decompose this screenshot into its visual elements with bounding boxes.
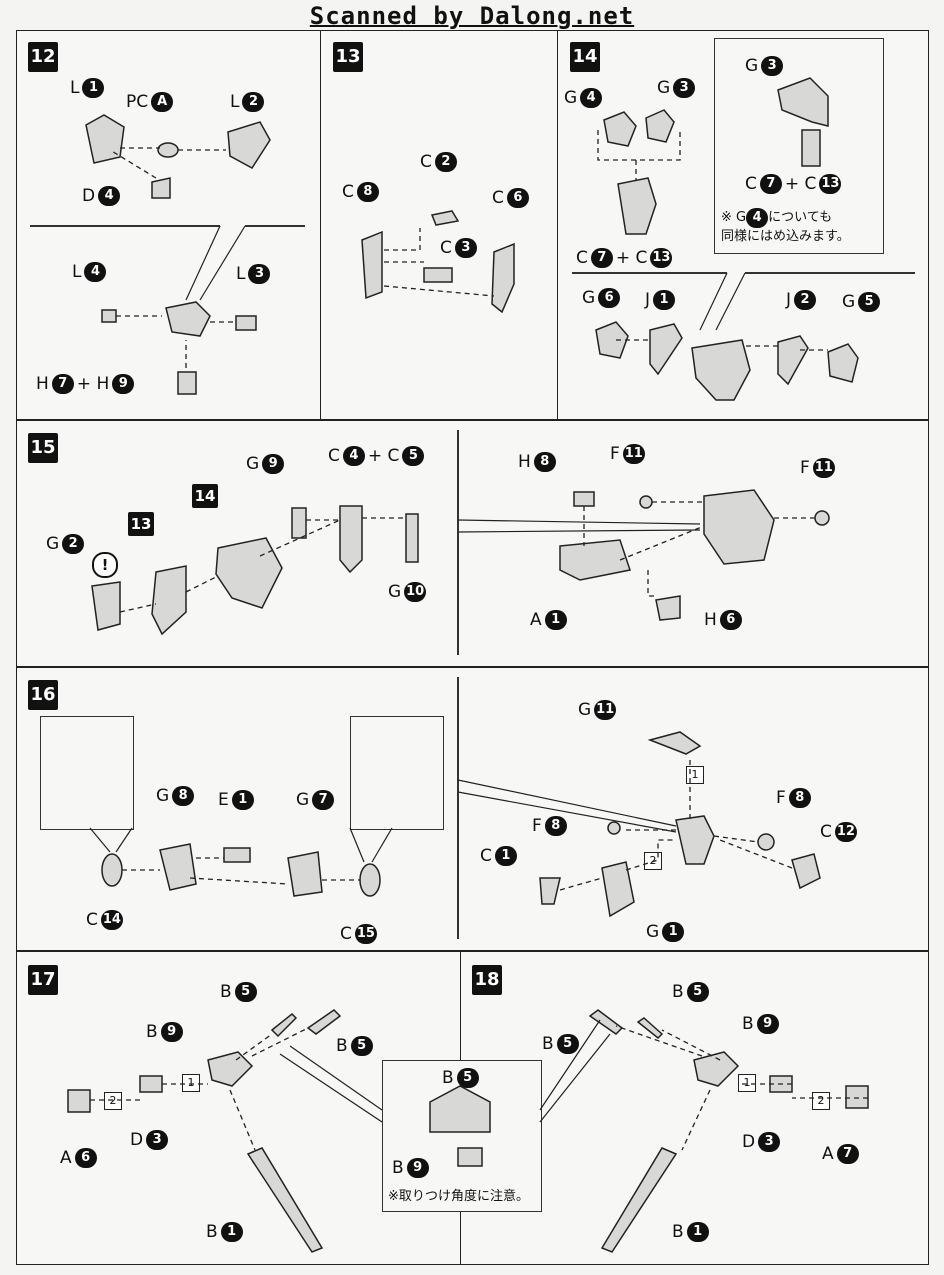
order-marker: 1 bbox=[182, 1074, 200, 1092]
step-number-18: 18 bbox=[472, 965, 502, 995]
step-14-detail-box bbox=[714, 38, 884, 254]
step-12-divider bbox=[30, 225, 220, 227]
order-marker: 2 bbox=[644, 852, 662, 870]
step-number-12: 12 bbox=[28, 42, 58, 72]
step-15-panel bbox=[16, 420, 929, 667]
step-14-divider bbox=[572, 272, 727, 274]
order-marker: 2 bbox=[812, 1092, 830, 1110]
order-marker: 1 bbox=[738, 1074, 756, 1092]
order-marker: 1 bbox=[686, 766, 704, 784]
scan-credit-header: Scanned by Dalong.net bbox=[309, 2, 635, 30]
step-14-divider-right bbox=[745, 272, 915, 274]
step-ref-14: 14 bbox=[192, 484, 218, 508]
step-number-17: 17 bbox=[28, 965, 58, 995]
step-16-detail-box-left bbox=[40, 716, 134, 830]
step-13-panel bbox=[320, 30, 558, 420]
step-16-detail-box-right bbox=[350, 716, 444, 830]
caution-icon: ! bbox=[92, 552, 118, 578]
step-12-divider-right bbox=[245, 225, 305, 227]
step-15-divider bbox=[457, 430, 459, 655]
order-marker: 2 bbox=[104, 1092, 122, 1110]
step-number-16: 16 bbox=[28, 680, 58, 710]
step-number-13: 13 bbox=[333, 42, 363, 72]
step-16-panel bbox=[16, 667, 929, 951]
step-number-15: 15 bbox=[28, 433, 58, 463]
step-number-14: 14 bbox=[570, 42, 600, 72]
angle-caution-note: ※取りつけ角度に注意。 bbox=[388, 1189, 530, 1204]
step-ref-13: 13 bbox=[128, 512, 154, 536]
step-16-divider bbox=[457, 677, 459, 939]
